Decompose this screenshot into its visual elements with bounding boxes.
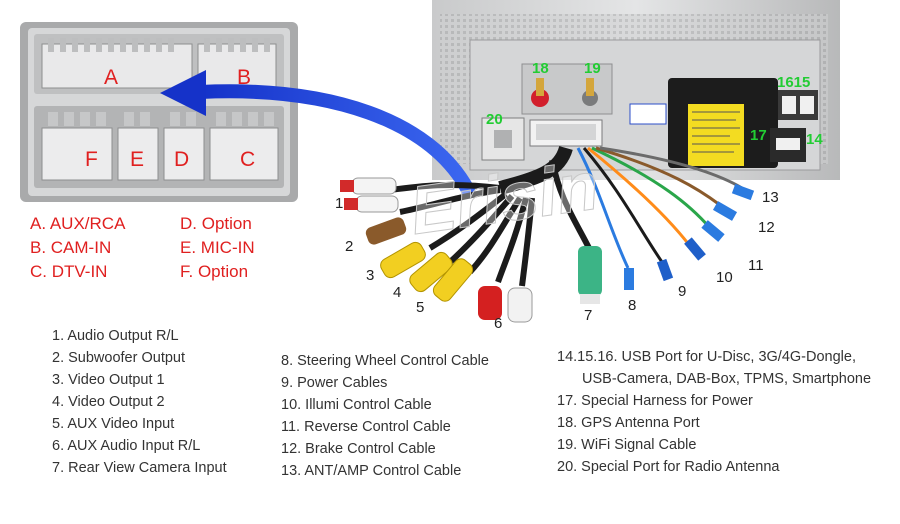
radio-unit-back (432, 0, 840, 180)
list-item: USB-Camera, DAB-Box, TPMS, Smartphone (582, 371, 872, 387)
legend-item-f: F. Option (180, 262, 249, 281)
list-item: 3. Video Output 1 (52, 372, 165, 388)
connector-label-b: B (237, 66, 251, 89)
port-label-1615: 1615 (777, 74, 810, 91)
list-item: 11. Reverse Control Cable (281, 419, 451, 435)
legend-item-d: D. Option (180, 214, 252, 233)
cable-number-9: 9 (678, 283, 686, 300)
list-item: 1. Audio Output R/L (52, 328, 179, 344)
legend-item-a: A. AUX/RCA (30, 214, 126, 233)
cable-number-13: 13 (762, 189, 779, 206)
connector-legend-right: D. Option E. MIC-IN F. Option (180, 212, 255, 284)
cable-list-col1: 1. Audio Output R/L 2. Subwoofer Output … (52, 325, 227, 479)
port-label-17: 17 (750, 127, 767, 144)
port-label-14: 14 (806, 131, 823, 148)
list-item: 13. ANT/AMP Control Cable (281, 463, 462, 479)
cable-number-12: 12 (758, 219, 775, 236)
list-item: 6. AUX Audio Input R/L (52, 438, 201, 454)
port-label-20: 20 (486, 111, 503, 128)
cable-number-7: 7 (584, 307, 592, 324)
connector-label-c: C (240, 148, 255, 171)
connector-photo (20, 22, 298, 202)
cable-number-8: 8 (628, 297, 636, 314)
list-item: 20. Special Port for Radio Antenna (557, 459, 780, 475)
list-item: 8. Steering Wheel Control Cable (281, 353, 489, 369)
cable-number-5: 5 (416, 299, 424, 316)
connector-legend-left: A. AUX/RCA B. CAM-IN C. DTV-IN (30, 212, 125, 284)
cable-number-4: 4 (393, 284, 401, 301)
cable-list-col2: 8. Steering Wheel Control Cable 9. Power… (281, 350, 489, 482)
connector-label-d: D (174, 148, 189, 171)
cable-number-2: 2 (345, 238, 353, 255)
list-item: 5. AUX Video Input (52, 416, 175, 432)
port-label-19: 19 (584, 60, 601, 77)
blue-arrow (160, 70, 475, 197)
cable-number-10: 10 (716, 269, 733, 286)
list-item: 12. Brake Control Cable (281, 441, 436, 457)
port-label-18: 18 (532, 60, 549, 77)
list-item: 14.15.16. USB Port for U-Disc, 3G/4G-Don… (557, 349, 856, 365)
cable-number-11: 11 (748, 257, 764, 274)
list-item: 7. Rear View Camera Input (52, 460, 227, 476)
connector-label-a: A (104, 66, 118, 89)
cable-list-col3: 14.15.16. USB Port for U-Disc, 3G/4G-Don… (557, 346, 871, 478)
cable-number-1: 1 (335, 195, 343, 212)
list-item: 4. Video Output 2 (52, 394, 165, 410)
connector-label-e: E (130, 148, 144, 171)
legend-item-c: C. DTV-IN (30, 262, 108, 281)
cable-bundle (340, 145, 755, 323)
connector-label-f: F (85, 148, 98, 171)
list-item: 9. Power Cables (281, 375, 388, 391)
legend-item-e: E. MIC-IN (180, 238, 255, 257)
watermark: Erisin (405, 148, 603, 250)
list-item: 18. GPS Antenna Port (557, 415, 700, 431)
list-item: 19. WiFi Signal Cable (557, 437, 697, 453)
cable-number-6: 6 (494, 315, 502, 332)
list-item: 2. Subwoofer Output (52, 350, 185, 366)
legend-item-b: B. CAM-IN (30, 238, 112, 257)
list-item: 17. Special Harness for Power (557, 393, 753, 409)
cable-number-3: 3 (366, 267, 374, 284)
list-item: 10. Illumi Control Cable (281, 397, 432, 413)
